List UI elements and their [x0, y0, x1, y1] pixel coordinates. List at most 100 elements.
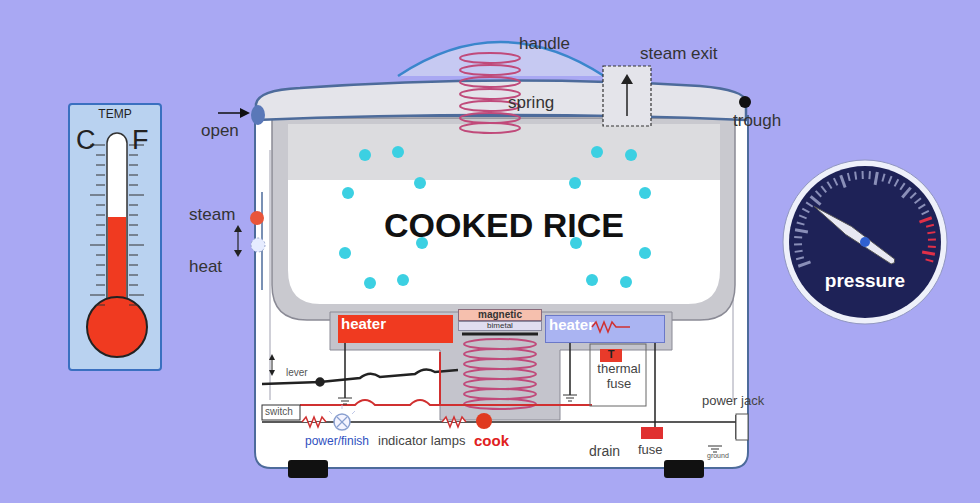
scale-tick: [96, 265, 105, 266]
scale-tick: [129, 225, 138, 226]
inner-pot: [272, 118, 735, 320]
gauge-tick: [868, 171, 871, 179]
gauge-tick: [796, 257, 804, 259]
steam-bubble: [397, 274, 409, 286]
steam-exit-vent: [626, 80, 628, 116]
hot-plate: [330, 312, 672, 420]
steam-bubble: [339, 146, 651, 289]
magnet-bar: [462, 333, 538, 336]
bimetal-strip: bimetal: [458, 321, 542, 331]
scale-tick: [96, 205, 105, 206]
gauge-tick: [928, 239, 936, 241]
resistor-symbol: [302, 417, 326, 427]
gauge-tick: [915, 198, 921, 203]
scale-tick: [90, 195, 105, 196]
supply-wire: [262, 343, 736, 439]
steam-bubble: [392, 146, 404, 158]
thermometer-bulb: [87, 297, 147, 357]
scale-tick: [129, 245, 144, 246]
gauge-tick: [811, 196, 821, 204]
rice-bowl: COOKED RICE: [288, 180, 720, 304]
trough-dot: [739, 96, 751, 108]
scale-tick: [129, 235, 138, 236]
scale-tick: [96, 255, 105, 256]
scale-tick: [129, 205, 138, 206]
heater-element: heater: [338, 315, 453, 343]
cooker-foot: [288, 460, 328, 478]
magnet-block: magnetic: [458, 309, 542, 321]
heater-wire: [300, 352, 592, 405]
double-arrow: [237, 230, 238, 252]
node-text: C: [76, 125, 102, 156]
part-label: fuse: [638, 443, 663, 458]
heat-flash: [251, 238, 265, 252]
heat-flash: [251, 238, 265, 252]
scale-tick: [96, 185, 105, 186]
lever-wire: [317, 379, 324, 386]
gauge-tick: [926, 259, 934, 261]
magnet-coil: [464, 339, 536, 409]
steam-bubble: [342, 187, 354, 199]
scale-tick: [96, 225, 105, 226]
scale-tick: [90, 295, 105, 296]
gauge-tick: [928, 245, 936, 248]
supply-wire: [654, 343, 656, 427]
gauge-tick: [795, 251, 803, 252]
gauge-tick: [848, 173, 850, 181]
lid-spring: [460, 77, 520, 87]
scale-tick: [90, 245, 105, 246]
gauge-tick: [862, 171, 864, 179]
cook-lamp: [476, 413, 492, 429]
part-label: power jack: [702, 394, 764, 409]
ground-symbol: [568, 401, 572, 402]
lid-spring: [460, 53, 520, 63]
double-arrow: [234, 225, 242, 232]
gauge-tick: [895, 179, 899, 186]
scale-tick: [129, 295, 144, 296]
part-label: open: [201, 121, 239, 141]
switch-symbol: [262, 405, 300, 420]
gauge-tick: [799, 215, 806, 218]
gauge-tick: [827, 182, 831, 189]
steam-bubble: [639, 187, 651, 199]
gauge-tick: [798, 262, 810, 266]
lever-arrow: [269, 370, 275, 376]
gauge-tick: [882, 174, 884, 182]
power-lamp: [337, 417, 347, 427]
steam-bubble: [639, 247, 651, 259]
gauge-face: [789, 166, 941, 318]
gauge-rim: [783, 160, 947, 324]
part-label: thermal fuse: [588, 362, 650, 392]
ground-symbol: [341, 401, 349, 402]
steam-bubble: [620, 276, 632, 288]
trough-dot: [739, 96, 751, 108]
steam-bubble: [625, 149, 637, 161]
magnet-coil: [464, 349, 536, 359]
magnet-coil: [464, 389, 536, 399]
steam-bubble: [416, 237, 428, 249]
ground-symbol: [708, 446, 722, 447]
gauge-tick: [889, 176, 892, 183]
scale-tick: [96, 215, 105, 216]
gauge-tick: [794, 236, 802, 239]
gauge-tick: [794, 243, 802, 245]
part-label: drain: [589, 443, 620, 459]
scale-tick: [129, 285, 138, 286]
steam-bubble: [591, 146, 603, 158]
power-jack: [736, 414, 748, 440]
magnet-bar: [462, 334, 538, 335]
gauge-tick: [795, 230, 808, 232]
open-button: [251, 105, 265, 125]
gauge-tick: [902, 188, 910, 198]
node-text: F: [132, 125, 158, 156]
part-label: ground: [707, 452, 729, 460]
supply-wire: [344, 343, 346, 398]
cook-lamp: [476, 413, 492, 429]
power-lamp: [352, 411, 355, 414]
part-label: switch: [265, 406, 293, 418]
steam-exit-vent: [621, 74, 633, 84]
gauge-tick: [855, 172, 856, 180]
heater-wire: [300, 400, 592, 405]
gauge-tick: [927, 232, 935, 233]
